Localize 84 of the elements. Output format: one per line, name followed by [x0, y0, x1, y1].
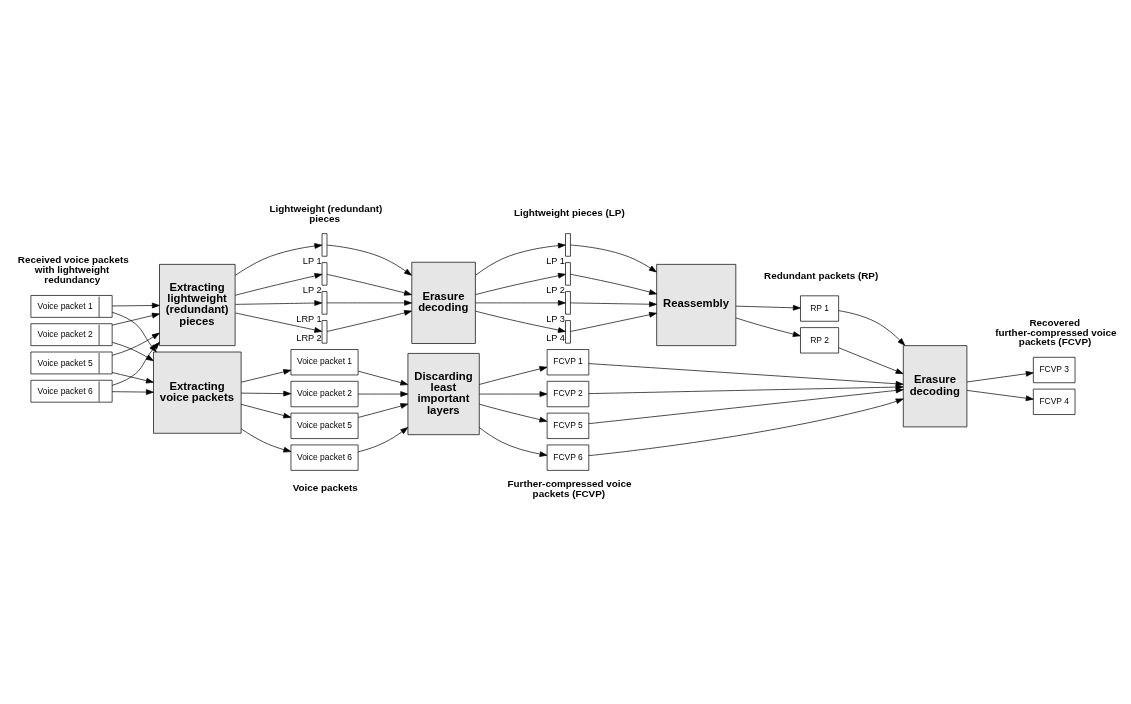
node-label: LP 3 — [546, 313, 565, 324]
arrow — [588, 398, 904, 456]
node-box: FCVP 1 — [546, 349, 590, 376]
node-box: Extracting lightweight (redundant) pieces — [159, 264, 236, 346]
arrow — [240, 369, 292, 383]
node-box: RP 1 — [800, 295, 839, 322]
arrow — [735, 304, 801, 311]
label: Lightweight pieces (LP) — [513, 207, 625, 219]
arrow — [234, 273, 323, 296]
arrow — [479, 427, 548, 457]
arrow — [475, 300, 566, 306]
node-label: LRP 2 — [296, 332, 322, 343]
arrow — [588, 384, 904, 394]
arrow — [588, 387, 904, 425]
node-box: FCVP 6 — [546, 444, 590, 471]
arrow — [475, 310, 566, 333]
arrow — [570, 311, 657, 332]
node-box: Reassembly — [656, 264, 737, 346]
arrow — [111, 389, 154, 395]
arrow — [570, 301, 657, 308]
node-label: LP 1 — [546, 255, 565, 266]
arrow — [235, 312, 323, 333]
node-box: FCVP 4 — [1032, 388, 1076, 415]
arrow — [240, 428, 292, 453]
arrow — [326, 244, 412, 276]
arrow — [234, 243, 323, 276]
arrow — [735, 317, 801, 337]
node-label: LP 4 — [546, 332, 565, 343]
arrow — [235, 300, 323, 306]
node-box: FCVP 2 — [546, 380, 590, 408]
arrow — [326, 273, 412, 296]
node-bar — [565, 233, 571, 257]
arrow — [838, 347, 904, 375]
arrow — [588, 363, 904, 387]
arrow — [326, 300, 412, 306]
node-bar — [565, 262, 571, 286]
node-box: Voice packet 6 — [290, 444, 359, 471]
node-bar — [321, 233, 328, 257]
arrow — [326, 310, 412, 332]
label: Further-compressed voice packets (FCVP) — [507, 477, 632, 499]
label: Voice packets — [292, 482, 358, 494]
label: Recovered further-compressed voice packets (FCVP) — [995, 316, 1117, 348]
arrow — [479, 391, 548, 397]
node-box: FCVP 3 — [1032, 356, 1076, 384]
node-bar — [321, 291, 328, 315]
arrow — [570, 244, 657, 273]
node-box: Erasure decoding — [411, 261, 476, 344]
arrow — [357, 391, 409, 397]
label: Redundant packets (RP) — [764, 269, 879, 281]
node-box: Voice packet 2 — [290, 380, 359, 408]
node-bar — [565, 291, 571, 315]
arrow — [475, 242, 566, 276]
node-box: RP 2 — [800, 327, 839, 354]
node-label: LRP 1 — [296, 313, 322, 324]
node-label: LP 2 — [546, 284, 565, 295]
node-box: Voice packet 1 — [290, 349, 359, 376]
node-box: Erasure decoding — [902, 345, 968, 428]
node-box: FCVP 5 — [546, 412, 590, 439]
arrow — [111, 312, 160, 326]
node-box: Discarding least important layers — [407, 353, 480, 436]
arrow — [357, 427, 409, 453]
label: Lightweight (redundant) pieces — [269, 202, 383, 224]
arrow — [240, 403, 292, 419]
arrow — [357, 370, 409, 386]
label: Received voice packets with lightweight redundancy — [17, 254, 129, 286]
node-bar — [321, 262, 328, 286]
arrow — [111, 372, 154, 384]
arrow — [475, 272, 566, 295]
arrow — [838, 310, 906, 346]
node-box: Extracting voice packets — [153, 351, 242, 434]
arrow — [478, 366, 548, 385]
arrow — [111, 302, 160, 309]
arrow — [966, 371, 1034, 383]
arrow — [357, 403, 409, 418]
arrow — [966, 390, 1034, 402]
arrow — [570, 273, 657, 295]
node-label: LP 1 — [302, 255, 322, 266]
node-bar — [321, 320, 328, 344]
arrow — [240, 390, 292, 397]
node-bar — [565, 320, 571, 344]
arrow — [479, 403, 548, 423]
arrow — [111, 342, 154, 362]
node-label: LP 2 — [302, 284, 322, 295]
node-box: Voice packet 5 — [290, 412, 359, 439]
